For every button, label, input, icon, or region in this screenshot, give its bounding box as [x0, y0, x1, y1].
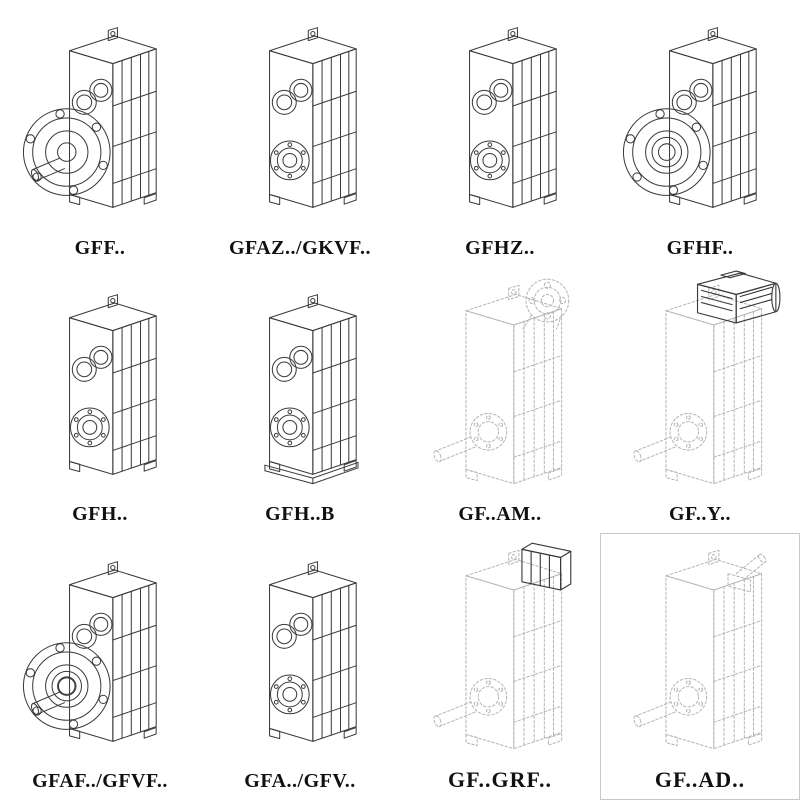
model-label-gf-am: GF..AM.. — [458, 503, 542, 525]
gearbox-hollow-shaft-icon — [469, 27, 557, 209]
gearbox-flange-solid-shaft-icon — [22, 27, 157, 209]
model-label-gfh-b: GFH..B — [265, 503, 335, 525]
catalog-cell-gfa-gfv: GFA../GFV.. — [200, 533, 400, 800]
model-label-gf-grf: GF..GRF.. — [448, 767, 552, 792]
drawing-area — [600, 0, 800, 237]
catalog-cell-gfaz-gkvf: GFAZ../GKVF.. — [200, 0, 400, 267]
gearbox-outline-with-gear-adapter-icon — [432, 542, 572, 750]
catalog-cell-gff: GFF.. — [0, 0, 200, 267]
model-label-gfaz-gkvf: GFAZ../GKVF.. — [228, 236, 372, 259]
drawing-area — [200, 533, 400, 770]
model-label-gf-ad: GF..AD.. — [654, 767, 746, 792]
model-label-gfhz: GFHZ.. — [465, 236, 535, 259]
drawing-area — [400, 267, 600, 504]
model-label-gff: GFF.. — [74, 236, 126, 259]
gearbox-outline-with-motor-icon — [632, 270, 781, 484]
model-label-gf-y: GF..Y.. — [668, 503, 732, 525]
model-label-gfhf: GFHF.. — [666, 236, 734, 259]
catalog-cell-gfaf-gfvf: GFAF../GFVF.. — [0, 533, 200, 800]
catalog-cell-gf-grf: GF..GRF.. — [400, 533, 600, 800]
gearbox-hollow-shaft-icon — [269, 27, 357, 209]
drawing-area — [600, 267, 800, 504]
drawing-area — [400, 533, 600, 767]
catalog-cell-gf-ad: GF..AD.. — [600, 533, 800, 800]
model-label-gfaf-gfvf: GFAF../GFVF.. — [32, 770, 168, 792]
gearbox-flange-hollow-shaft-icon — [622, 27, 757, 209]
catalog-cell-gf-y: GF..Y.. — [600, 267, 800, 534]
catalog-cell-gf-am: GF..AM.. — [400, 267, 600, 534]
gearbox-flange-hollow-shaft-icon — [22, 560, 157, 742]
gearbox-hollow-shaft-icon — [69, 293, 157, 475]
drawing-area — [400, 0, 600, 237]
model-label-gfa-gfv: GFA../GFV.. — [244, 770, 356, 792]
gearbox-hollow-shaft-foot-icon — [264, 293, 359, 484]
drawing-area — [0, 0, 200, 237]
drawing-area — [200, 267, 400, 504]
catalog-cell-gfh-b: GFH..B — [200, 267, 400, 534]
gearbox-outline-input-shaft-icon — [632, 549, 769, 750]
drawing-area — [600, 533, 800, 767]
gearbox-hollow-shaft-icon — [269, 560, 357, 742]
catalog-cell-gfhf: GFHF.. — [600, 0, 800, 267]
catalog-cell-gfh: GFH.. — [0, 267, 200, 534]
drawing-area — [0, 533, 200, 770]
drawing-area — [0, 267, 200, 504]
model-label-gfh: GFH.. — [72, 503, 128, 525]
drawing-area — [200, 0, 400, 237]
gearbox-outline-motor-adapter-flange-icon — [432, 278, 570, 484]
catalog-cell-gfhz: GFHZ.. — [400, 0, 600, 267]
